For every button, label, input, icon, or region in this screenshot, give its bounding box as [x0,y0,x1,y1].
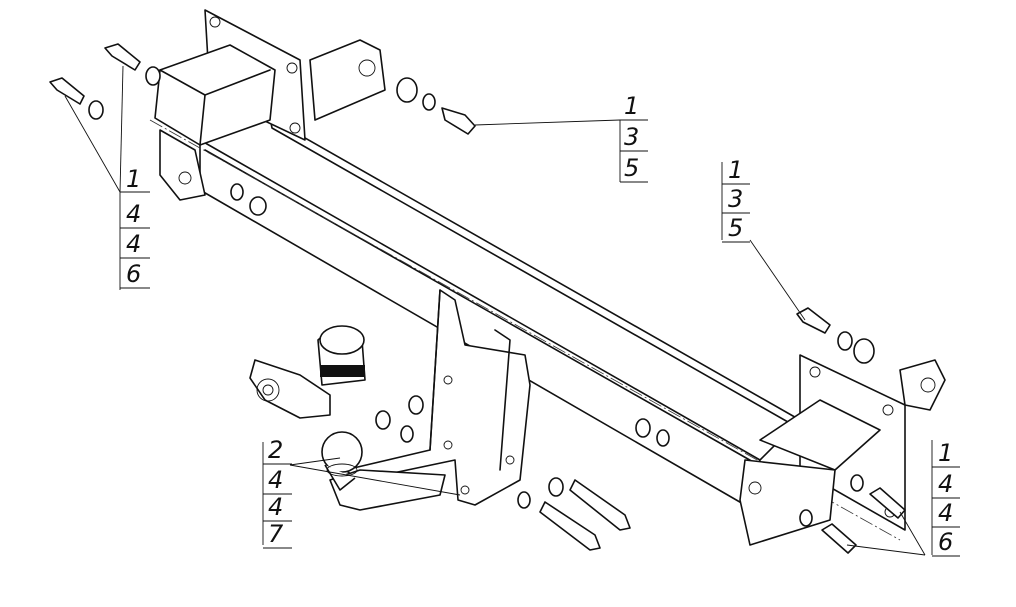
callout-number: 4 [268,466,283,494]
callout-bottom-left: 2 4 4 7 [263,436,292,549]
right-mounting-bracket [739,354,946,546]
callout-number: 4 [938,470,953,498]
callout-left: 1 4 4 6 [120,165,150,289]
callout-number: 1 [728,156,743,184]
callout-number: 4 [126,200,141,228]
left-mounting-bracket [154,9,386,201]
leader-lines [64,65,933,556]
callout-number: 3 [728,185,743,213]
callout-top-center: 1 3 5 [620,92,648,183]
callout-number: 2 [268,436,283,464]
callout-number: 1 [126,165,141,193]
callout-number: 6 [126,260,141,288]
callout-number: 4 [126,230,141,258]
callout-number: 1 [624,92,639,120]
socket-bracket [249,325,366,419]
callout-number: 5 [624,154,639,182]
callout-right-upper: 1 3 5 [722,156,750,243]
callout-number: 3 [624,123,639,151]
fasteners [49,43,906,554]
callout-number: 1 [938,439,953,467]
callout-number: 6 [938,528,953,556]
callout-number: 4 [268,493,283,521]
callout-bottom-right: 1 4 4 6 [932,439,960,557]
callout-number: 7 [268,520,284,548]
callout-number: 5 [728,214,743,242]
tow-ball [321,431,446,511]
callout-number: 4 [938,499,953,527]
